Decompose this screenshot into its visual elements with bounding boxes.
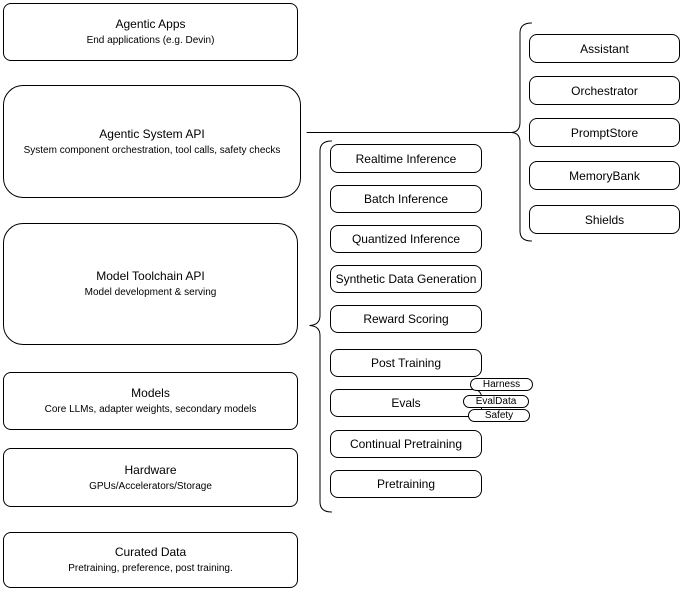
- layer-curated-data: Curated Data Pretraining, preference, po…: [3, 532, 298, 588]
- layer-subtitle: Pretraining, preference, post training.: [68, 563, 233, 574]
- component-label: Continual Pretraining: [349, 437, 463, 451]
- tag-safety: Safety: [468, 409, 530, 422]
- component-label: PromptStore: [570, 125, 639, 140]
- component-synthetic-data-generation: Synthetic Data Generation: [330, 265, 482, 293]
- component-shields: Shields: [529, 205, 680, 234]
- component-label: Orchestrator: [571, 83, 638, 98]
- component-label: Evals: [391, 396, 421, 410]
- layer-subtitle: GPUs/Accelerators/Storage: [89, 480, 212, 492]
- layer-title: Agentic Apps: [115, 17, 186, 31]
- layer-title: Models: [131, 386, 170, 400]
- component-realtime-inference: Realtime Inference: [330, 144, 482, 173]
- layer-agentic-apps: Agentic Apps End applications (e.g. Devi…: [3, 3, 298, 61]
- component-quantized-inference: Quantized Inference: [330, 225, 482, 253]
- component-label: Pretraining: [376, 477, 436, 491]
- layer-title: Hardware: [124, 462, 177, 477]
- tag-label: EvalData: [475, 396, 517, 407]
- layer-subtitle: Core LLMs, adapter weights, secondary mo…: [44, 404, 257, 415]
- layer-subtitle: Model development & serving: [84, 287, 217, 298]
- component-post-training: Post Training: [330, 349, 482, 377]
- tag-evaldata: EvalData: [463, 395, 529, 408]
- layer-subtitle: End applications (e.g. Devin): [86, 35, 215, 46]
- component-label: MemoryBank: [569, 168, 640, 183]
- layer-hardware: Hardware GPUs/Accelerators/Storage: [3, 448, 298, 507]
- layer-models: Models Core LLMs, adapter weights, secon…: [3, 372, 298, 430]
- tag-harness: Harness: [470, 378, 533, 391]
- component-promptstore: PromptStore: [529, 118, 680, 147]
- tag-label: Harness: [482, 379, 521, 390]
- component-batch-inference: Batch Inference: [330, 185, 482, 213]
- layer-title: Agentic System API: [99, 126, 205, 141]
- layer-subtitle: System component orchestration, tool cal…: [23, 144, 281, 156]
- component-continual-pretraining: Continual Pretraining: [330, 430, 482, 458]
- component-orchestrator: Orchestrator: [529, 76, 680, 105]
- component-label: Shields: [584, 212, 625, 227]
- component-label: Assistant: [580, 41, 629, 56]
- tag-label: Safety: [484, 410, 514, 421]
- layer-model-toolchain-api: Model Toolchain API Model development & …: [3, 223, 298, 345]
- component-label: Post Training: [370, 356, 442, 370]
- component-label: Quantized Inference: [351, 232, 461, 246]
- component-reward-scoring: Reward Scoring: [330, 305, 482, 333]
- layer-agentic-system-api: Agentic System API System component orch…: [3, 85, 301, 198]
- component-pretraining: Pretraining: [330, 470, 482, 498]
- component-memorybank: MemoryBank: [529, 161, 680, 190]
- component-evals: Evals: [330, 389, 482, 417]
- component-label: Batch Inference: [363, 192, 449, 206]
- component-label: Realtime Inference: [355, 151, 457, 166]
- component-label: Reward Scoring: [363, 312, 449, 326]
- layer-title: Curated Data: [114, 545, 187, 559]
- brace-toolchain-components: [309, 140, 332, 513]
- layer-title: Model Toolchain API: [96, 269, 205, 283]
- component-label: Synthetic Data Generation: [335, 272, 477, 286]
- component-assistant: Assistant: [529, 34, 680, 63]
